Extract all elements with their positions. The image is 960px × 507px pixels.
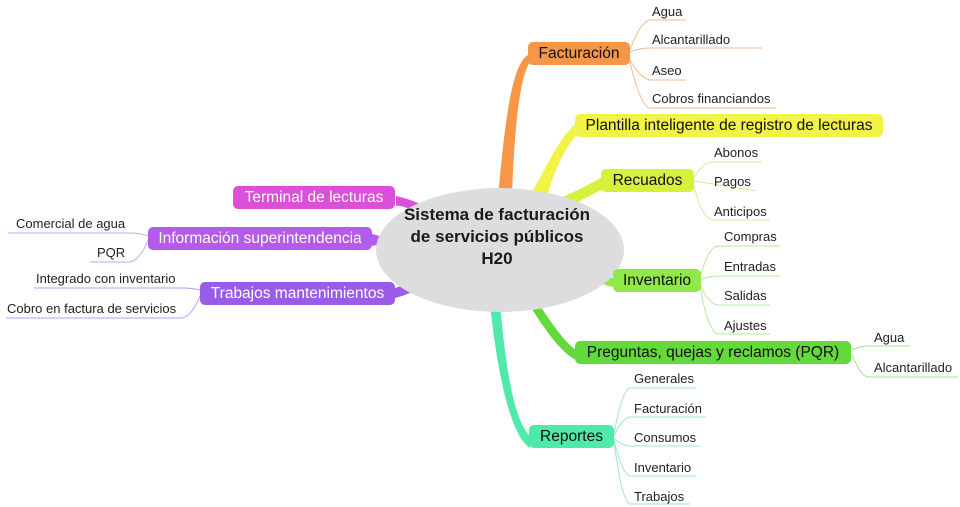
leaf-recuados-pagos[interactable]: Pagos (714, 174, 751, 189)
leaf-recuados-abonos[interactable]: Abonos (714, 145, 759, 160)
branch-recuados[interactable]: Recuados (601, 169, 694, 192)
leaf-inventario-entradas[interactable]: Entradas (724, 259, 777, 274)
leaf-inventario-salidas[interactable]: Salidas (724, 288, 767, 303)
branch-facturacion[interactable]: Facturación (528, 42, 630, 65)
central-title-line-1: Sistema de facturación (403, 205, 591, 224)
leaf-trabajos-integrado[interactable]: Integrado con inventario (36, 271, 176, 286)
branch-pqr[interactable]: Preguntas, quejas y reclamos (PQR) (575, 341, 851, 364)
leaf-informacion-pqr[interactable]: PQR (97, 245, 126, 260)
branch-reportes[interactable]: Reportes (529, 425, 614, 448)
leaf-inventario-compras[interactable]: Compras (724, 229, 777, 244)
leaf-reportes-facturacion[interactable]: Facturación (634, 401, 702, 416)
inventario-leaf-lines (699, 245, 780, 335)
connector-plantilla (530, 122, 580, 202)
reportes-leaf-lines (613, 387, 706, 505)
leaf-facturacion-cobros[interactable]: Cobros financiandos (652, 91, 771, 106)
trabajos-leaf-lines (6, 287, 201, 319)
informacion-leaf-lines (8, 232, 149, 263)
leaf-inventario-ajustes[interactable]: Ajustes (724, 318, 767, 333)
leaf-pqr-alcantarillado[interactable]: Alcantarillado (874, 360, 953, 375)
leaf-facturacion-agua[interactable]: Agua (652, 4, 683, 19)
connector-pqr (530, 300, 576, 360)
leaf-informacion-comercial[interactable]: Comercial de agua (16, 216, 126, 231)
leaf-reportes-trabajos[interactable]: Trabajos (634, 489, 685, 504)
central-title-line-3: H20 (481, 249, 513, 268)
branch-inventario[interactable]: Inventario (613, 269, 701, 292)
central-title-line-2: de servicios públicos (410, 227, 584, 246)
branch-informacion[interactable]: Información superintendencia (148, 227, 372, 250)
central-title: Sistema de facturación de servicios públ… (372, 204, 622, 270)
leaf-reportes-inventario[interactable]: Inventario (634, 460, 692, 475)
branch-terminal[interactable]: Terminal de lecturas (233, 186, 395, 209)
leaf-pqr-agua[interactable]: Agua (874, 330, 905, 345)
leaf-facturacion-alcantarillado[interactable]: Alcantarillado (652, 32, 731, 47)
leaf-trabajos-cobro[interactable]: Cobro en factura de servicios (7, 301, 177, 316)
pqr-leaf-lines (851, 345, 958, 378)
branch-plantilla[interactable]: Plantilla inteligente de registro de lec… (575, 114, 883, 137)
branch-trabajos[interactable]: Trabajos mantenimientos (200, 282, 395, 305)
recuados-leaf-lines (693, 161, 770, 221)
leaf-reportes-generales[interactable]: Generales (634, 371, 694, 386)
central-node (376, 188, 624, 312)
leaf-facturacion-aseo[interactable]: Aseo (652, 63, 682, 78)
leaf-recuados-anticipos[interactable]: Anticipos (714, 204, 767, 219)
connector-facturacion (498, 54, 532, 198)
leaf-reportes-consumos[interactable]: Consumos (634, 430, 697, 445)
facturacion-leaf-lines (629, 19, 776, 109)
connector-reportes (490, 304, 530, 448)
